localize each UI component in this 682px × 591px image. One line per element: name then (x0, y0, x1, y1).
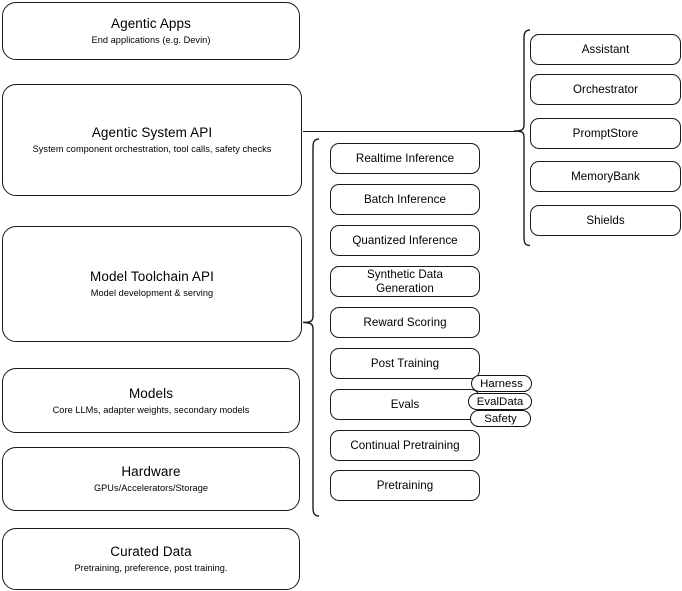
component-label: Pretraining (376, 478, 434, 492)
component-shields[interactable]: Shields (530, 205, 681, 236)
badge-label: EvalData (476, 395, 524, 408)
badge-harness[interactable]: Harness (471, 375, 532, 392)
component-post-training[interactable]: Post Training (330, 348, 480, 379)
bracket-toolchain-group (301, 138, 321, 518)
component-batch-inference[interactable]: Batch Inference (330, 184, 480, 215)
badge-evaldata[interactable]: EvalData (468, 393, 532, 410)
component-label: Evals (390, 397, 420, 411)
badge-label: Harness (480, 377, 523, 390)
component-quantized-inference[interactable]: Quantized Inference (330, 225, 480, 256)
layer-subtitle: GPUs/Accelerators/Storage (93, 483, 209, 493)
component-label: Assistant (581, 42, 630, 56)
component-label: Batch Inference (364, 192, 446, 206)
component-synthetic-data-generation[interactable]: Synthetic Data Generation (330, 266, 480, 297)
component-promptstore[interactable]: PromptStore (530, 118, 681, 149)
layer-curated-data[interactable]: Curated Data Pretraining, preference, po… (2, 528, 300, 590)
layer-agentic-apps[interactable]: Agentic Apps End applications (e.g. Devi… (2, 2, 300, 60)
layer-title: Model Toolchain API (90, 269, 214, 284)
layer-title: Models (128, 385, 174, 401)
component-pretraining[interactable]: Pretraining (330, 470, 480, 501)
component-label: Reward Scoring (363, 315, 447, 329)
component-realtime-inference[interactable]: Realtime Inference (330, 143, 480, 174)
component-label: Post Training (370, 356, 440, 370)
component-label: Synthetic Data Generation (366, 267, 444, 295)
badge-label: Safety (484, 412, 517, 425)
component-label: Realtime Inference (355, 151, 455, 165)
layer-title: Agentic Apps (110, 16, 191, 31)
layer-model-toolchain-api[interactable]: Model Toolchain API Model development & … (2, 226, 302, 342)
component-orchestrator[interactable]: Orchestrator (530, 74, 681, 105)
component-label: Quantized Inference (352, 233, 458, 247)
layer-subtitle: Pretraining, preference, post training. (74, 563, 228, 573)
layer-title: Agentic System API (91, 125, 213, 140)
component-label: Shields (586, 213, 625, 227)
component-label: PromptStore (572, 126, 639, 140)
layer-title: Hardware (121, 464, 181, 479)
layer-subtitle: System component orchestration, tool cal… (32, 144, 272, 154)
layer-title: Curated Data (110, 544, 192, 559)
badge-safety[interactable]: Safety (470, 410, 531, 427)
component-label: MemoryBank (571, 169, 640, 183)
bracket-agentic-group (512, 29, 532, 247)
component-label: Orchestrator (572, 82, 639, 96)
component-memorybank[interactable]: MemoryBank (530, 161, 681, 192)
layer-subtitle: Core LLMs, adapter weights, secondary mo… (52, 404, 250, 415)
layer-agentic-system-api[interactable]: Agentic System API System component orch… (2, 84, 302, 196)
component-evals[interactable]: Evals (330, 389, 480, 420)
layer-models[interactable]: Models Core LLMs, adapter weights, secon… (2, 368, 300, 433)
component-reward-scoring[interactable]: Reward Scoring (330, 307, 480, 338)
component-label: Continual Pretraining (350, 438, 460, 452)
component-continual-pretraining[interactable]: Continual Pretraining (330, 430, 480, 461)
connector-agentic-system-line (303, 130, 515, 132)
layer-subtitle: Model development & serving (90, 288, 214, 298)
component-assistant[interactable]: Assistant (530, 34, 681, 65)
layer-hardware[interactable]: Hardware GPUs/Accelerators/Storage (2, 447, 300, 511)
layer-subtitle: End applications (e.g. Devin) (91, 35, 211, 45)
